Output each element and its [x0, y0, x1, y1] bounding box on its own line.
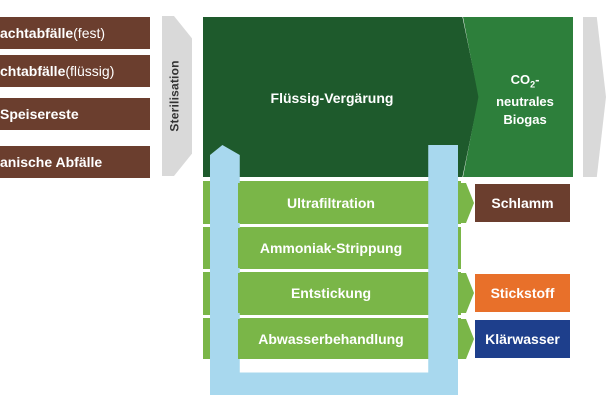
output-schlamm: Schlamm: [475, 184, 570, 222]
input-box-2: chtabfälle (flüssig): [0, 55, 150, 87]
sterilisation-label-wrap: Sterilisation: [160, 16, 190, 176]
biogas-label: CO2- neutrales Biogas: [475, 55, 575, 145]
divider: [203, 269, 461, 272]
step-ultrafiltration: Ultrafiltration: [238, 183, 424, 223]
input-label: chtabfälle: [0, 63, 66, 79]
input-box-3: Speisereste: [0, 98, 150, 130]
input-suffix: (flüssig): [65, 63, 115, 79]
biogas-line-3: Biogas: [503, 112, 547, 128]
output-arrow-gray: [583, 17, 606, 177]
biogas-line-2: neutrales: [496, 94, 554, 110]
divider: [203, 315, 461, 318]
input-box-1: achtabfälle (fest): [0, 17, 150, 49]
fermentation-label: Flüssig-Vergärung: [270, 90, 394, 106]
output-klaerwasser: Klärwasser: [475, 320, 570, 358]
input-box-4: anische Abfälle: [0, 146, 150, 178]
step-abwasserbehandlung: Abwasserbehandlung: [238, 319, 424, 359]
input-label: achtabfälle: [0, 25, 74, 41]
output-stickstoff: Stickstoff: [475, 274, 570, 312]
input-label: Speisereste: [0, 106, 79, 122]
chevron-stickstoff-icon: [458, 273, 474, 313]
sterilisation-label: Sterilisation: [168, 60, 183, 132]
biogas-block: [463, 17, 573, 177]
step-entstickung: Entstickung: [238, 273, 424, 313]
input-suffix: (fest): [73, 25, 106, 41]
chevron-schlamm-icon: [458, 183, 474, 223]
step-ammoniak-strippung: Ammoniak-Strippung: [238, 228, 424, 268]
input-label: anische Abfälle: [0, 154, 103, 170]
sterilisation-arrow: [162, 16, 192, 176]
chevron-klaerwasser-icon: [458, 319, 474, 359]
divider: [203, 224, 461, 227]
biogas-line-1: CO2-: [510, 71, 540, 90]
